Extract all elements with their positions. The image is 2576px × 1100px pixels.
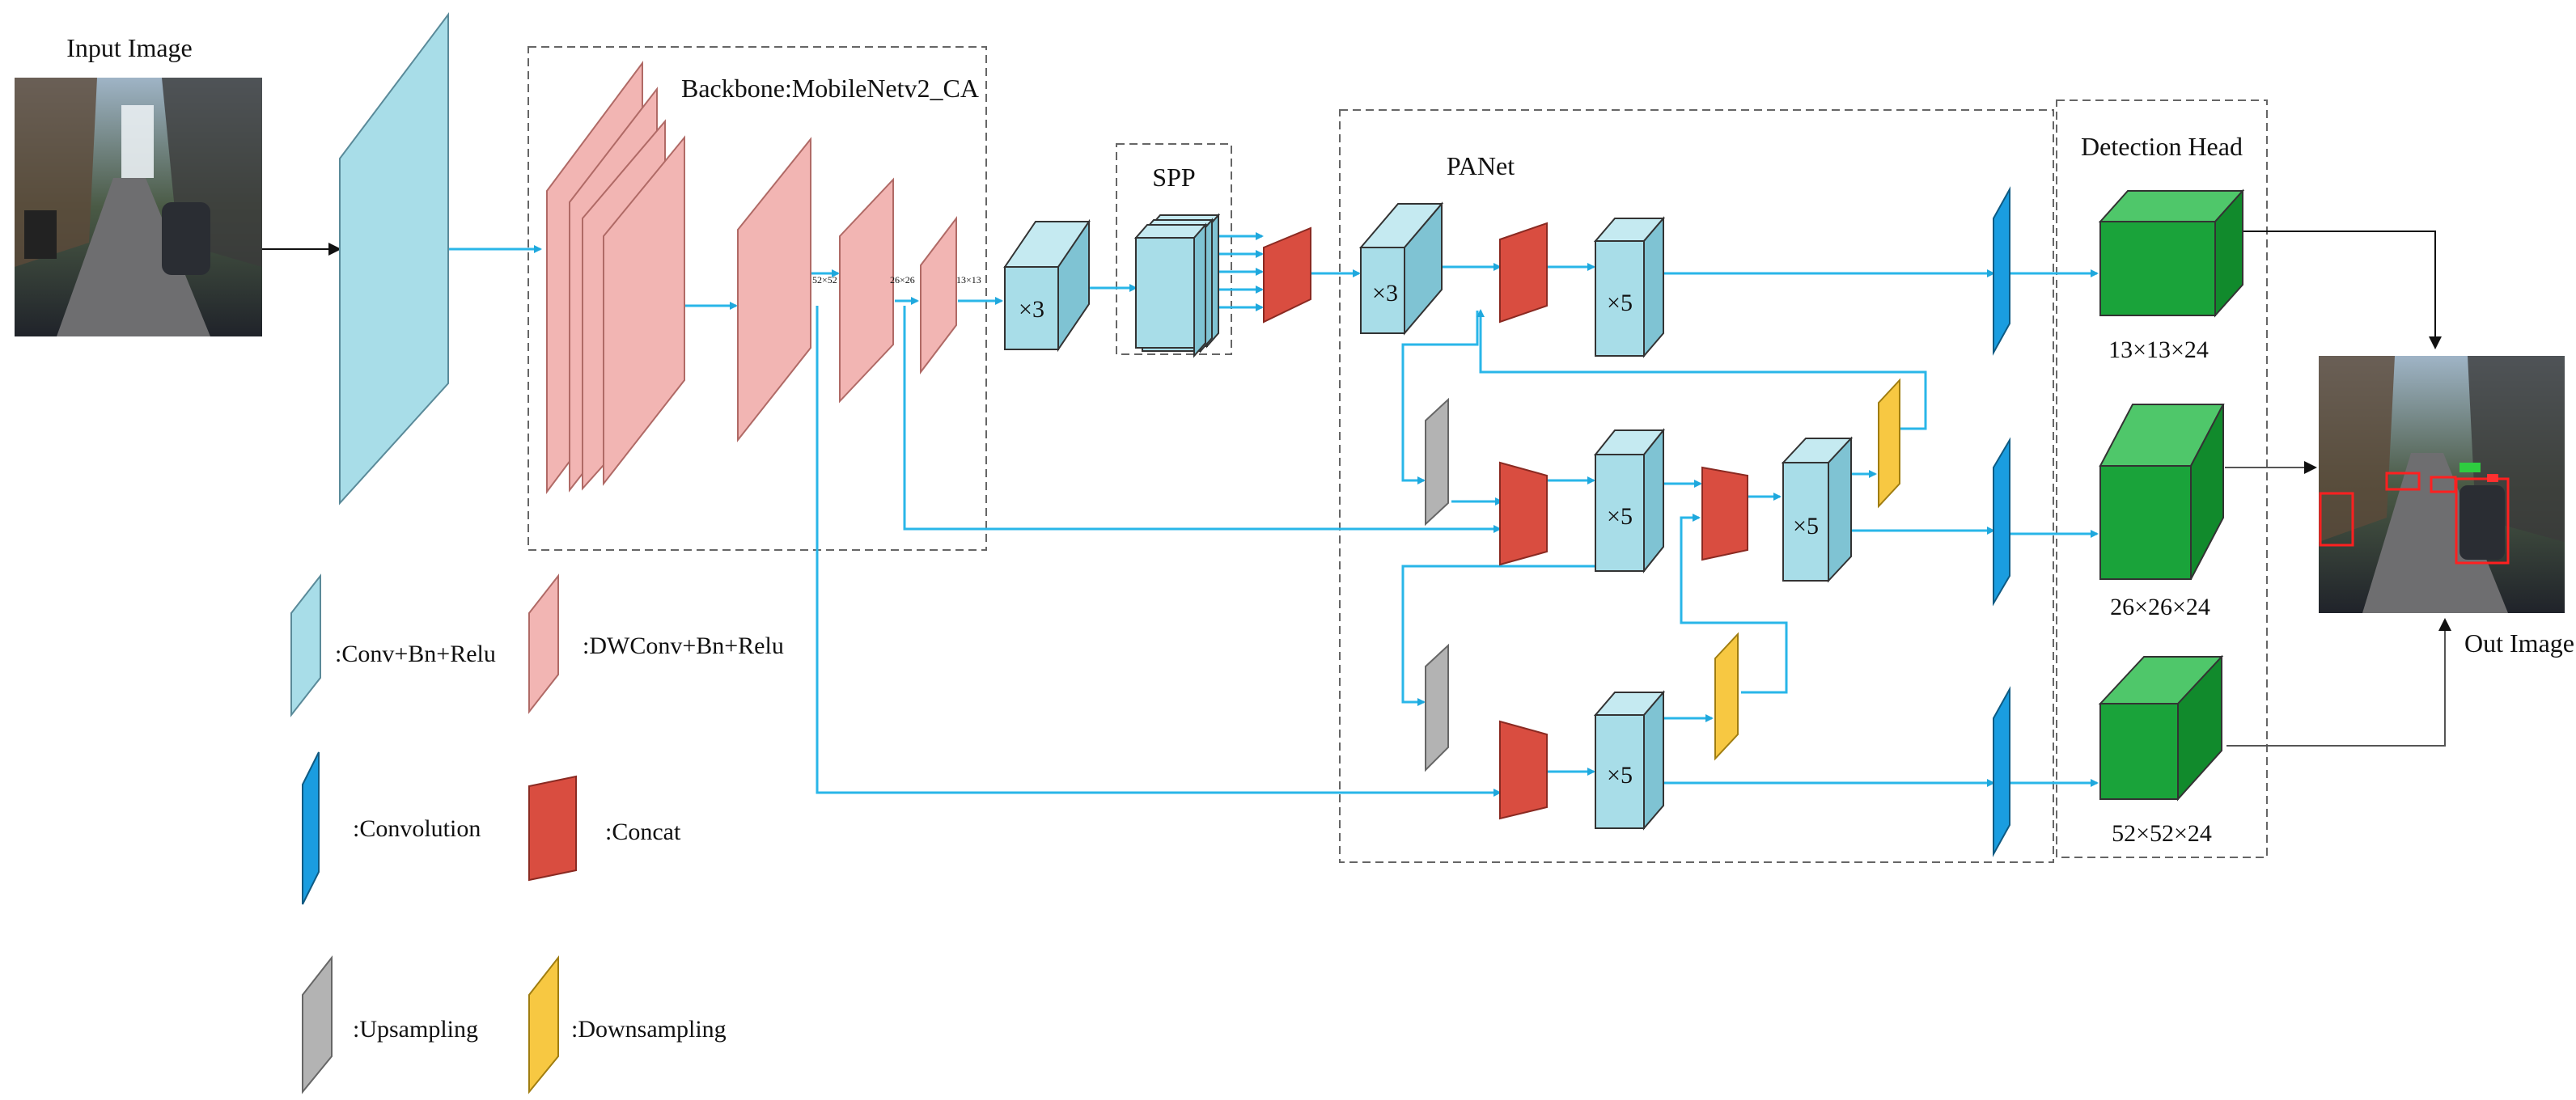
detection-head-title: Detection Head: [2081, 132, 2243, 161]
input-image: [15, 78, 262, 336]
convolution-block: [1993, 186, 2010, 356]
legend-downsampling-label: :Downsampling: [571, 1016, 727, 1043]
conv-block-x3: ×3: [1358, 201, 1444, 336]
detection-cube-26: [2099, 404, 2225, 580]
convolution-block: [1993, 686, 2010, 857]
legend: :Conv+Bn+Relu :DWConv+Bn+Relu :Convoluti…: [290, 573, 784, 1094]
feature-size-label: 26×26: [890, 274, 915, 286]
output-image: [2319, 356, 2565, 613]
output-size-label: 52×52×24: [2112, 820, 2212, 847]
upsampling-block: [1425, 643, 1449, 772]
concat-block: [1263, 226, 1311, 324]
legend-upsampling-swatch: [302, 955, 333, 1094]
legend-dwconv-swatch: [528, 573, 559, 714]
repeat-label: ×5: [1793, 513, 1819, 539]
backbone-title: Backbone:MobileNetv2_CA: [681, 74, 979, 103]
repeat-label: ×3: [1372, 280, 1398, 307]
downsampling-block: [1714, 632, 1739, 761]
detection-box: [2319, 492, 2354, 547]
feature-size-label: 52×52: [812, 274, 837, 286]
dwconv-layer: [737, 137, 811, 442]
convolution-block: [1993, 437, 2010, 607]
conv-block-x5: ×5: [1593, 216, 1666, 358]
legend-dwconv-label: :DWConv+Bn+Relu: [583, 632, 784, 659]
repeat-label: ×5: [1607, 290, 1633, 316]
conv-block-x5: ×5: [1593, 428, 1666, 573]
detection-cube-52: [2098, 654, 2224, 802]
legend-concat-label: :Concat: [605, 819, 681, 845]
detection-box: [2455, 477, 2510, 565]
concat-block: [1499, 720, 1548, 820]
backbone-group-box: [527, 46, 987, 551]
legend-conv-label: :Conv+Bn+Relu: [335, 641, 496, 667]
feature-size-label: 13×13: [956, 274, 981, 286]
concat-block: [1499, 222, 1548, 324]
conv-block-x5: ×5: [1781, 436, 1854, 583]
legend-concat-swatch: [528, 775, 577, 882]
connector-lines: [448, 232, 2099, 797]
concat-block: [1499, 461, 1548, 566]
legend-convolution-swatch: [302, 751, 320, 905]
repeat-label: ×3: [1019, 296, 1044, 323]
spp-block: [1133, 213, 1221, 358]
downsampling-block: [1878, 378, 1900, 509]
repeat-label: ×5: [1607, 762, 1633, 789]
legend-upsampling-label: :Upsampling: [353, 1016, 478, 1043]
repeat-label: ×5: [1607, 503, 1633, 530]
input-image-label: Input Image: [66, 33, 193, 62]
out-image-label: Out Image: [2464, 628, 2574, 658]
panet-group-box: [1339, 109, 2054, 863]
dwconv-layer: [546, 60, 685, 495]
dwconv-layer: [920, 216, 957, 374]
conv-block-x3: ×3: [1003, 218, 1091, 353]
input-conv-layer: [339, 12, 449, 506]
legend-downsampling-swatch: [528, 955, 559, 1094]
conv-block-x5: ×5: [1593, 690, 1666, 831]
detection-cube-13: [2098, 188, 2245, 318]
output-size-label: 13×13×24: [2108, 336, 2209, 363]
detection-box: [2430, 476, 2457, 493]
legend-convolution-label: :Convolution: [353, 815, 481, 842]
detection-head-group-box: [2056, 99, 2268, 858]
output-size-label: 26×26×24: [2110, 594, 2210, 620]
panet-title: PANet: [1447, 151, 1515, 180]
concat-block: [1701, 466, 1748, 561]
dwconv-layer: [839, 177, 894, 404]
spp-title: SPP: [1152, 163, 1195, 192]
output-arrow-13: [2226, 231, 2442, 349]
legend-conv-swatch: [290, 573, 321, 717]
output-arrow-52: [2226, 618, 2451, 747]
upsampling-block: [1425, 397, 1449, 527]
spp-group-box: [1116, 143, 1232, 355]
detection-box: [2385, 472, 2421, 491]
